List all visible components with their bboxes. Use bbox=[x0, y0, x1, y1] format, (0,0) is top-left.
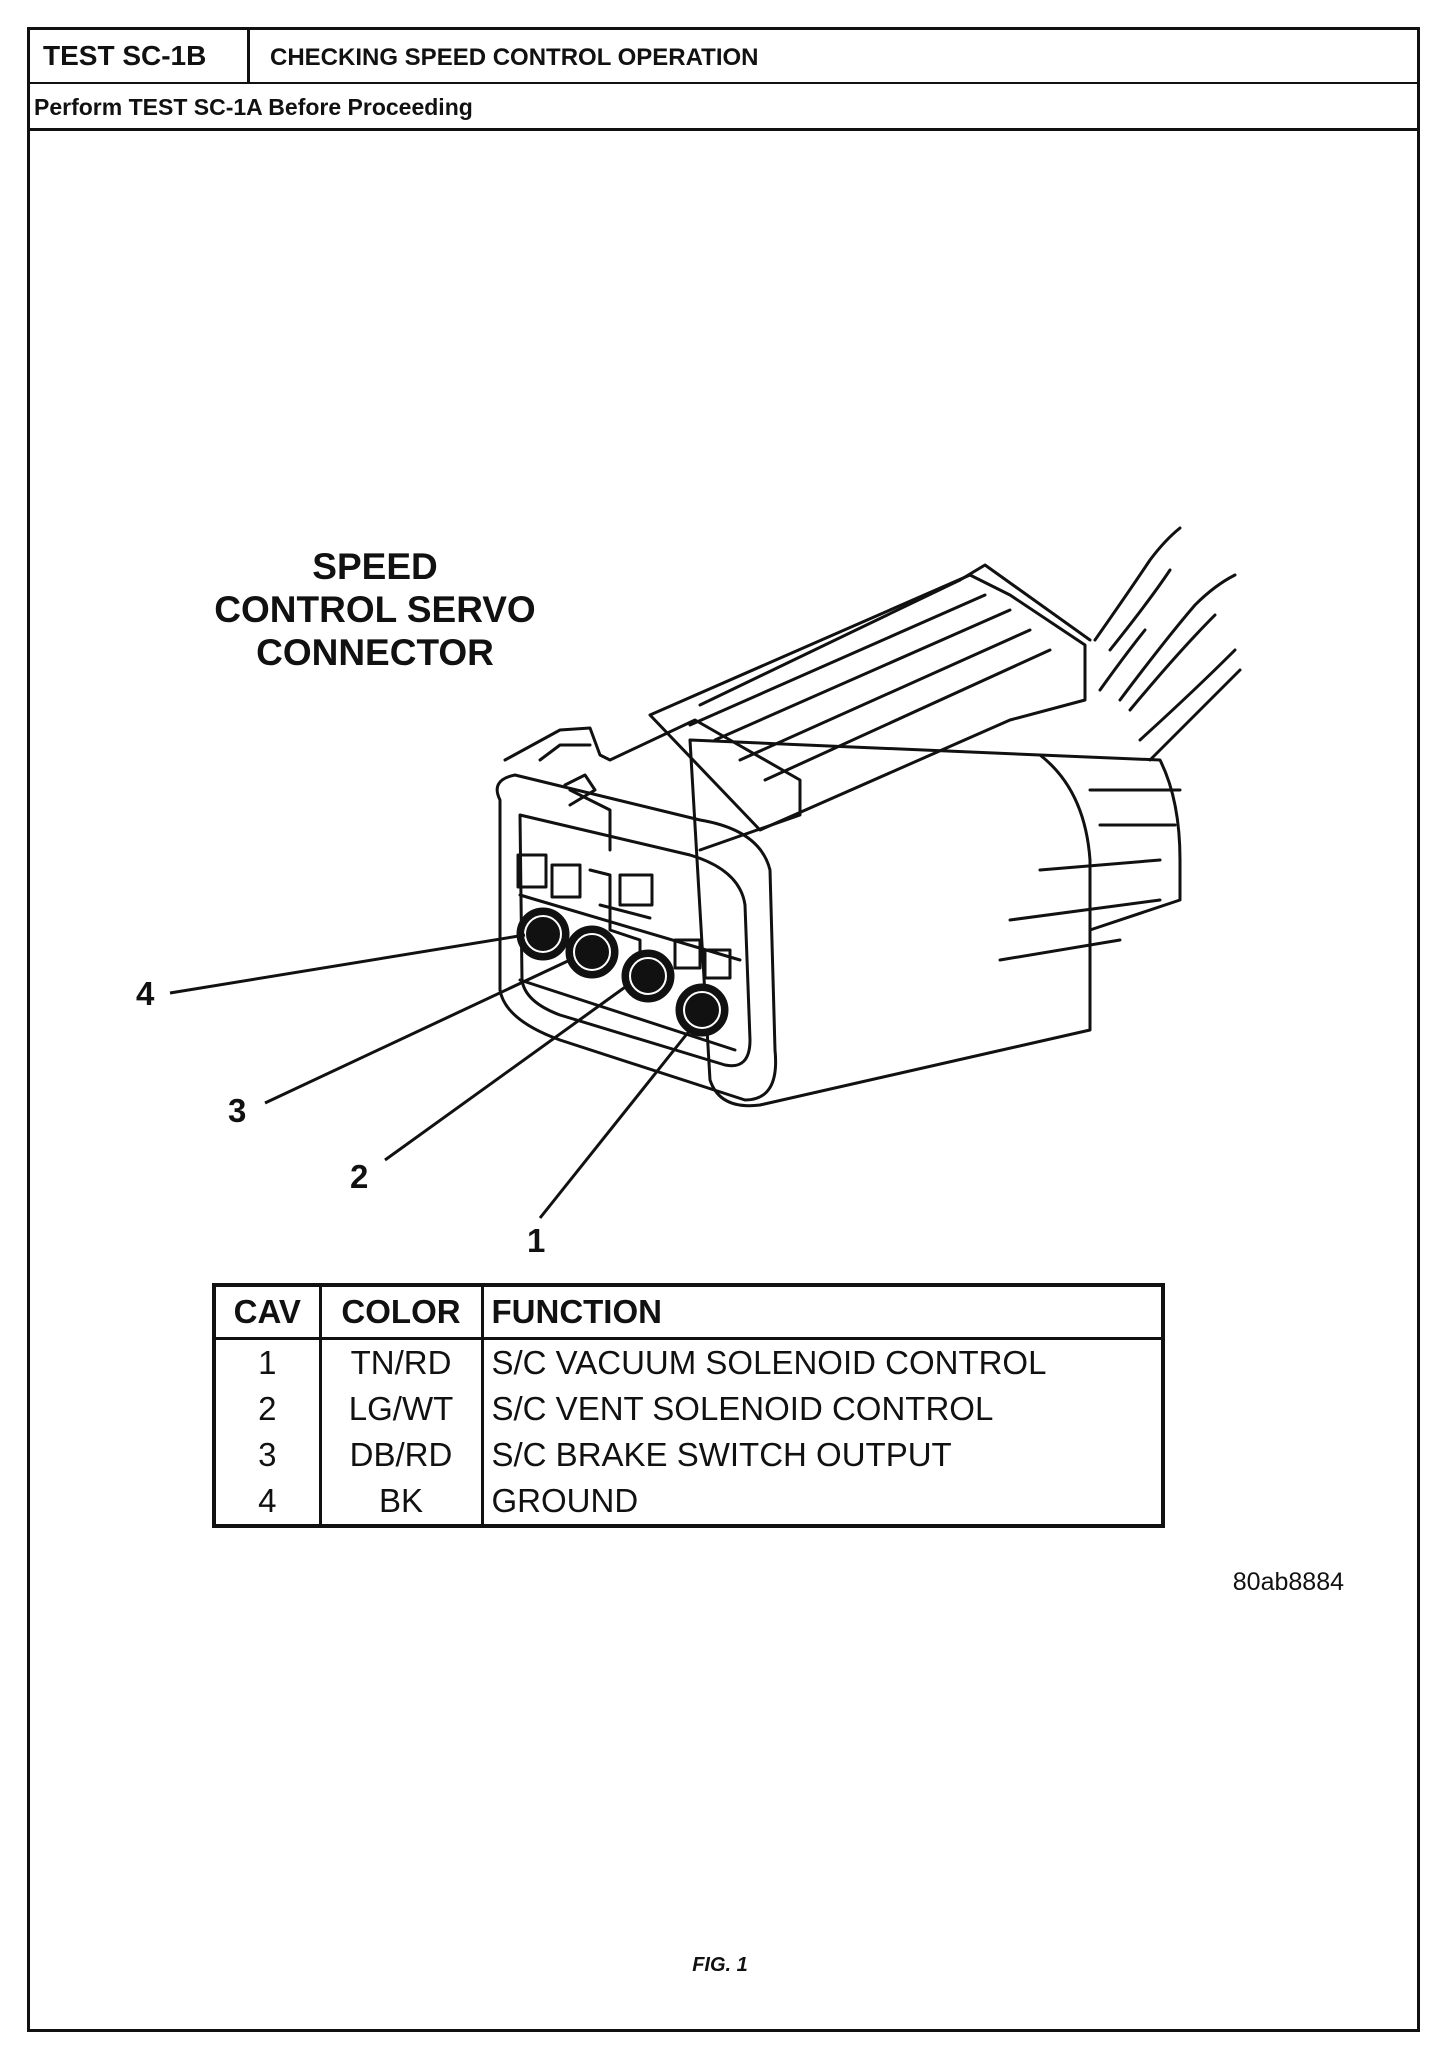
col-header-cav: CAV bbox=[212, 1285, 322, 1340]
wire-5 bbox=[1138, 648, 1237, 742]
title-line-3: CONNECTOR bbox=[256, 632, 494, 673]
figure-caption: FIG. 1 bbox=[692, 1954, 748, 1976]
cav-cell: 3 bbox=[212, 1432, 322, 1478]
cav-cell: 4 bbox=[212, 1478, 322, 1526]
cav-cell: 1 bbox=[212, 1338, 322, 1386]
leader-1 bbox=[538, 1029, 692, 1219]
latch-ridge bbox=[648, 573, 1087, 832]
callout-4: 4 bbox=[136, 975, 155, 1012]
wire-3 bbox=[1118, 573, 1237, 702]
table-header-row: CAV COLOR FUNCTION bbox=[212, 1285, 1165, 1340]
table-row: 4 BK GROUND bbox=[212, 1478, 1165, 1526]
table-row: 1 TN/RD S/C VACUUM SOLENOID CONTROL bbox=[212, 1338, 1165, 1386]
leader-3 bbox=[264, 958, 571, 1105]
connector-face bbox=[495, 773, 778, 1102]
header-row: TEST SC-1B CHECKING SPEED CONTROL OPERAT… bbox=[30, 30, 1417, 84]
connector-body bbox=[688, 738, 1092, 1108]
leader-2 bbox=[384, 983, 629, 1162]
cavity-slot-4 bbox=[673, 938, 702, 970]
wire-4 bbox=[1128, 613, 1217, 712]
callout-2: 2 bbox=[350, 1158, 369, 1195]
locking-tab bbox=[503, 718, 802, 852]
wire-1 bbox=[1093, 526, 1182, 642]
callout-1: 1 bbox=[527, 1222, 546, 1259]
test-title: CHECKING SPEED CONTROL OPERATION bbox=[270, 44, 759, 71]
color-cell: DB/RD bbox=[318, 1432, 484, 1478]
table-row: 2 LG/WT S/C VENT SOLENOID CONTROL bbox=[212, 1386, 1165, 1432]
instruction-line: Perform TEST SC-1A Before Proceeding bbox=[30, 84, 1417, 131]
function-cell: GROUND bbox=[480, 1478, 1165, 1526]
connector-title: SPEED CONTROL SERVO CONNECTOR bbox=[170, 545, 580, 674]
connector-illustration bbox=[169, 526, 1242, 1219]
cavity-slot-3 bbox=[618, 873, 654, 907]
title-line-1: SPEED bbox=[312, 546, 438, 587]
cavity-slot-1 bbox=[516, 853, 548, 889]
cav-cell: 2 bbox=[212, 1386, 322, 1432]
wire-7 bbox=[1098, 628, 1147, 692]
cavity-slot-5 bbox=[703, 948, 732, 980]
wire-6 bbox=[1148, 668, 1242, 762]
title-line-2: CONTROL SERVO bbox=[214, 589, 536, 630]
test-id: TEST SC-1B bbox=[30, 30, 250, 82]
col-header-function: FUNCTION bbox=[480, 1285, 1165, 1340]
color-cell: LG/WT bbox=[318, 1386, 484, 1432]
cavity-slot-2 bbox=[550, 863, 582, 899]
leader-4 bbox=[169, 933, 526, 995]
color-cell: BK bbox=[318, 1478, 484, 1526]
col-header-color: COLOR bbox=[318, 1285, 484, 1340]
wire-2 bbox=[1108, 568, 1172, 652]
pin-table: CAV COLOR FUNCTION 1 TN/RD S/C VACUUM SO… bbox=[212, 1283, 1165, 1528]
table-row: 3 DB/RD S/C BRAKE SWITCH OUTPUT bbox=[212, 1432, 1165, 1478]
callout-3: 3 bbox=[228, 1092, 247, 1129]
function-cell: S/C VENT SOLENOID CONTROL bbox=[480, 1386, 1165, 1432]
function-cell: S/C BRAKE SWITCH OUTPUT bbox=[480, 1432, 1165, 1478]
figure-code: 80ab8884 bbox=[1232, 1568, 1344, 1596]
function-cell: S/C VACUUM SOLENOID CONTROL bbox=[480, 1338, 1165, 1386]
page-frame: TEST SC-1B CHECKING SPEED CONTROL OPERAT… bbox=[27, 27, 1420, 2032]
color-cell: TN/RD bbox=[318, 1338, 484, 1386]
